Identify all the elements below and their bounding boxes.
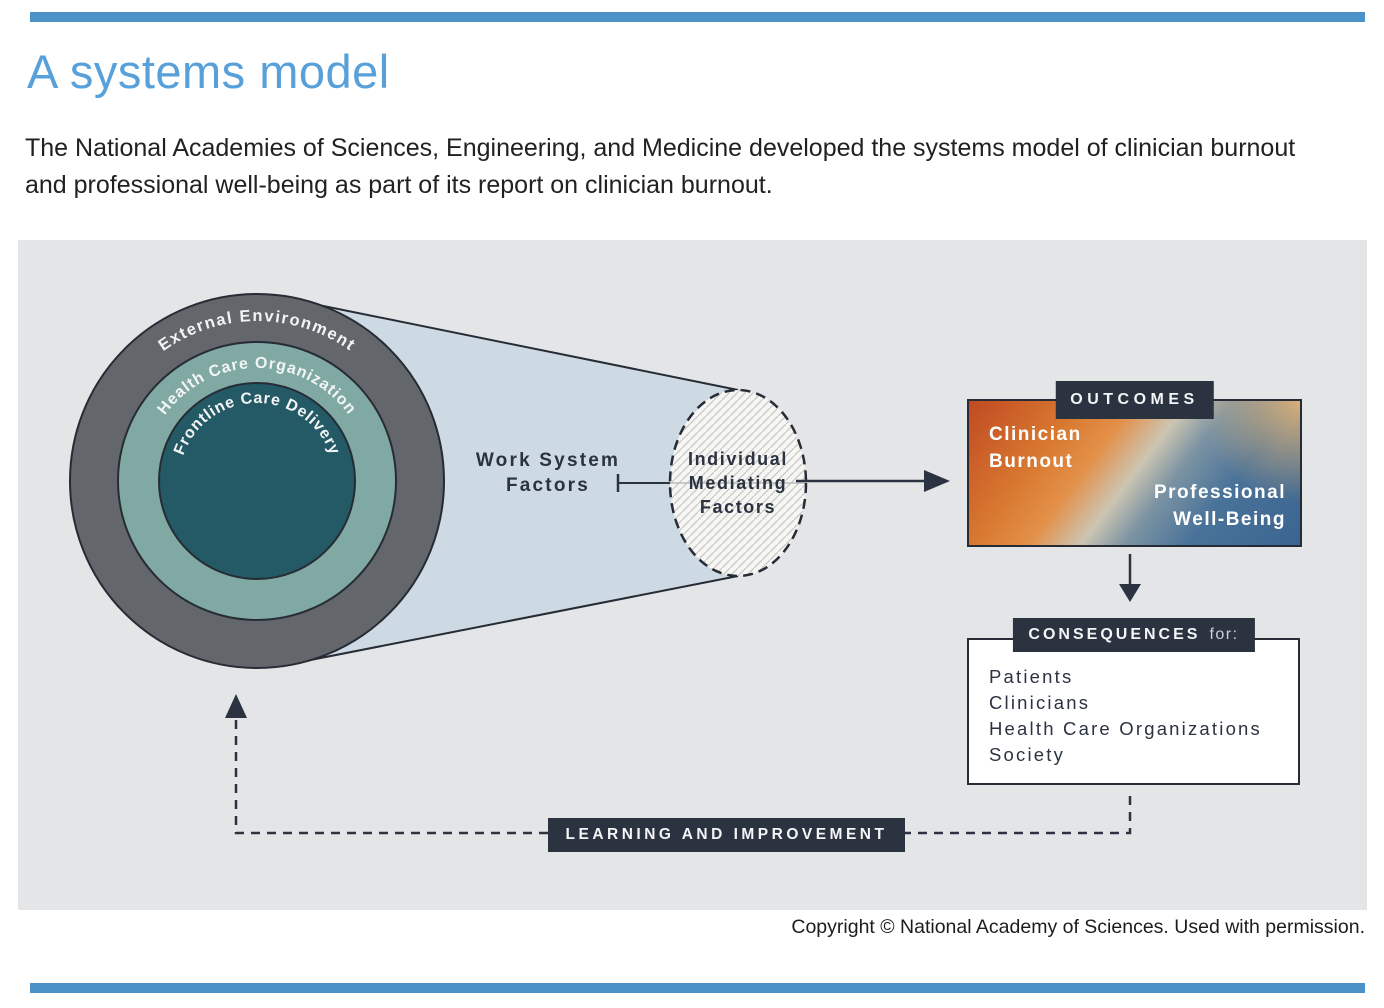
work-system-factors-label: Work System Factors — [475, 450, 621, 496]
individual-mediating-factors-label: Individual Mediating Factors — [687, 449, 788, 517]
consequences-box: CONSEQUENCES for: Patients Clinicians Hea… — [967, 618, 1300, 785]
clinician-burnout-label: Clinician Burnout — [989, 424, 1082, 472]
consequences-tab: CONSEQUENCES for: — [1012, 618, 1255, 652]
cone-top-edge — [283, 297, 739, 391]
bottom-accent-bar — [30, 983, 1365, 993]
copyright-notice: Copyright © National Academy of Sciences… — [791, 916, 1365, 938]
outcomes-box: OUTCOMES Clinician Burnout Professional … — [967, 381, 1302, 547]
intro-paragraph: The National Academies of Sciences, Engi… — [25, 134, 1296, 199]
top-accent-bar — [30, 12, 1365, 22]
professional-wellbeing-label: Professional Well-Being — [1153, 482, 1286, 530]
systems-model-figure: External Environment Health Care Organiz… — [18, 240, 1367, 910]
learning-and-improvement-bar: LEARNING AND IMPROVEMENT — [548, 818, 905, 852]
systems-model-diagram: External Environment Health Care Organiz… — [69, 293, 1141, 835]
feedback-dashed-loop — [225, 694, 1132, 835]
ring-frontline-care-delivery — [158, 382, 356, 580]
list-item: Patients — [989, 666, 1074, 687]
mediating-ellipse — [668, 388, 808, 578]
up-arrow-icon — [225, 694, 247, 718]
down-arrow-icon — [1119, 554, 1141, 602]
list-item: Clinicians — [989, 692, 1091, 713]
cone-bottom-edge — [279, 575, 739, 667]
page-title: A systems model — [27, 45, 390, 98]
consequences-list: Patients Clinicians Health Care Organiza… — [989, 664, 1262, 768]
list-item: Society — [989, 744, 1066, 765]
consequences-tab-suffix: for: — [1209, 626, 1239, 643]
right-arrow-icon — [796, 470, 950, 492]
consequences-tab-bold: CONSEQUENCES — [1028, 626, 1201, 643]
list-item: Health Care Organizations — [989, 718, 1262, 739]
outcomes-tab: OUTCOMES — [1055, 381, 1214, 419]
